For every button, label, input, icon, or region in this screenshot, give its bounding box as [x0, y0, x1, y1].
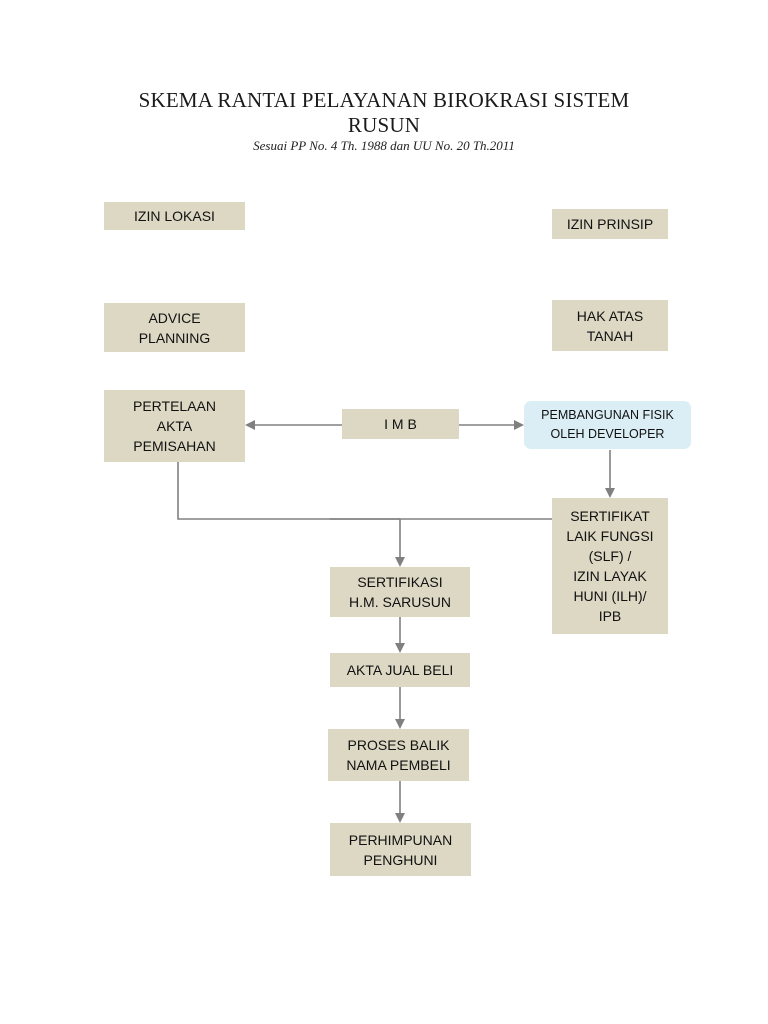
node-label-line: (SLF) /: [588, 548, 632, 564]
node-label-line: PENGHUNI: [363, 851, 438, 868]
node-label-line: PEMBANGUNAN FISIK: [541, 408, 674, 422]
node-label-line: SERTIFIKASI: [357, 574, 443, 590]
node-pembangunan-fisik: PEMBANGUNAN FISIK OLEH DEVELOPER: [524, 401, 691, 449]
node-sertifikasi-hm-sarusun: SERTIFIKASI H.M. SARUSUN: [330, 567, 470, 617]
node-advice-planning: ADVICE PLANNING: [104, 303, 245, 352]
node-label-line: HUNI (ILH)/: [573, 588, 647, 604]
node-label: IZIN LOKASI: [134, 208, 215, 224]
node-label-line: H.M. SARUSUN: [349, 594, 451, 610]
node-label-line: TANAH: [586, 327, 634, 344]
line-pertelaan-join: [177, 462, 400, 520]
node-label-line: PEMISAHAN: [133, 438, 216, 454]
diagram-title-line2: RUSUN: [347, 113, 421, 137]
node-label-line: LAIK FUNGSI: [566, 528, 654, 544]
node-label-line: AKTA: [156, 418, 193, 434]
node-label-line: PERHIMPUNAN: [348, 831, 453, 848]
node-label-line: PLANNING: [138, 329, 211, 346]
node-proses-balik-nama: PROSES BALIK NAMA PEMBELI: [328, 729, 469, 781]
node-label: AKTA JUAL BELI: [346, 662, 454, 678]
node-label-line: PROSES BALIK: [347, 737, 450, 753]
node-sertifikat-laik-fungsi: SERTIFIKAT LAIK FUNGSI (SLF) / IZIN LAYA…: [552, 498, 668, 634]
node-imb: I M B: [342, 409, 459, 439]
node-label-line: IPB: [598, 608, 622, 624]
node-pertelaan-akta-pemisahan: PERTELAAN AKTA PEMISAHAN: [104, 390, 245, 462]
node-label-line: HAK ATAS: [576, 307, 644, 324]
node-label-line: IZIN LAYAK: [573, 568, 647, 584]
node-perhimpunan-penghuni: PERHIMPUNAN PENGHUNI: [330, 823, 471, 876]
node-izin-prinsip: IZIN PRINSIP: [552, 209, 668, 239]
node-label-line: PERTELAAN: [133, 398, 216, 414]
node-label-line: ADVICE: [148, 309, 201, 326]
node-label: I M B: [384, 416, 417, 432]
diagram-subtitle: Sesuai PP No. 4 Th. 1988 dan UU No. 20 T…: [253, 138, 515, 153]
node-label: IZIN PRINSIP: [566, 216, 654, 232]
node-akta-jual-beli: AKTA JUAL BELI: [330, 653, 470, 687]
node-label-line: SERTIFIKAT: [570, 508, 650, 524]
node-label-line: OLEH DEVELOPER: [550, 427, 665, 441]
node-label-line: NAMA PEMBELI: [346, 757, 451, 773]
node-izin-lokasi: IZIN LOKASI: [104, 202, 245, 230]
node-hak-atas-tanah: HAK ATAS TANAH: [552, 300, 668, 351]
diagram-title-line1: SKEMA RANTAI PELAYANAN BIROKRASI SISTEM: [138, 88, 630, 112]
